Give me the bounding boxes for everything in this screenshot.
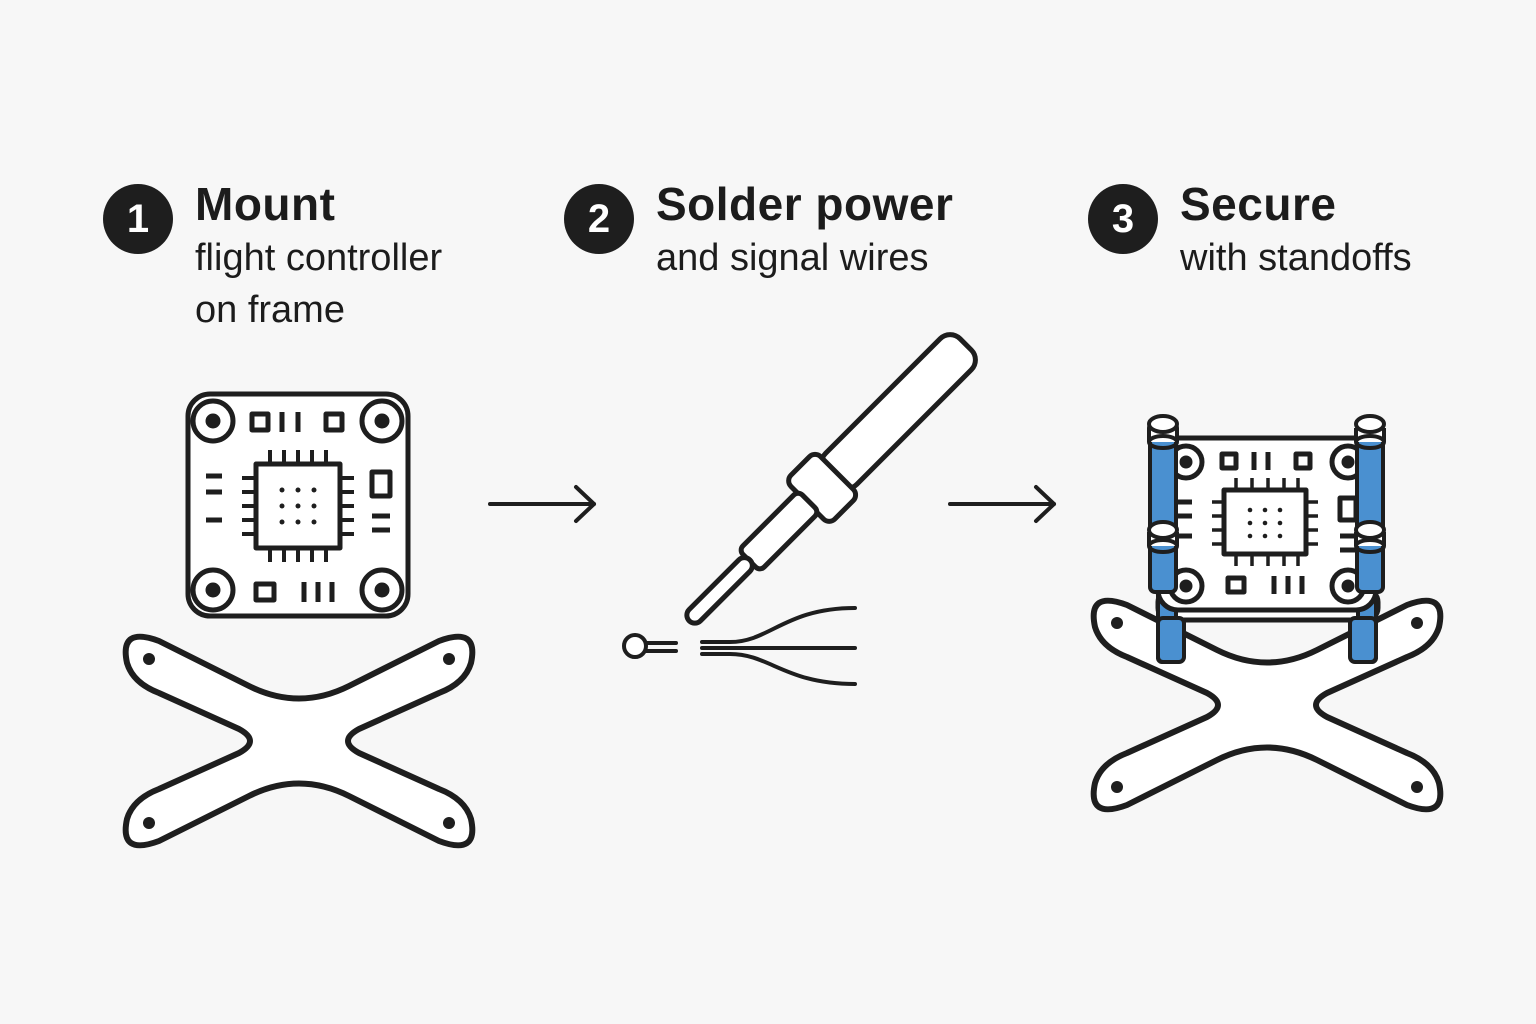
arrow-right-icon	[488, 485, 596, 523]
x-frame-icon	[1094, 601, 1441, 810]
step-1-title: Mount	[195, 178, 336, 230]
step-1-text: Mount flight controller on frame	[195, 176, 442, 336]
step-3-text: Secure with standoffs	[1180, 176, 1412, 284]
step-3-subtitle: with standoffs	[1180, 237, 1412, 279]
step-1-header: 1 Mount flight controller on frame	[103, 176, 442, 336]
step-2-title: Solder power	[656, 178, 954, 230]
standoff-icon	[1156, 616, 1378, 664]
step-3-title: Secure	[1180, 178, 1337, 230]
wires-icon	[622, 606, 857, 686]
flight-controller-icon	[1155, 435, 1379, 613]
step-3-badge: 3	[1088, 184, 1158, 254]
step-1-badge: 1	[103, 184, 173, 254]
step-2-badge: 2	[564, 184, 634, 254]
step-2-subtitle: and signal wires	[656, 237, 929, 279]
step-1-subtitle: flight controller on frame	[195, 237, 443, 331]
soldering-iron-icon	[684, 332, 978, 626]
flight-controller-icon	[185, 391, 411, 619]
step-2-text: Solder power and signal wires	[656, 176, 953, 284]
standoff-icon	[1147, 414, 1386, 594]
step-2-header: 2 Solder power and signal wires	[564, 176, 953, 284]
x-frame-icon	[126, 637, 473, 846]
step-3-header: 3 Secure with standoffs	[1088, 176, 1412, 284]
arrow-right-icon	[948, 485, 1056, 523]
